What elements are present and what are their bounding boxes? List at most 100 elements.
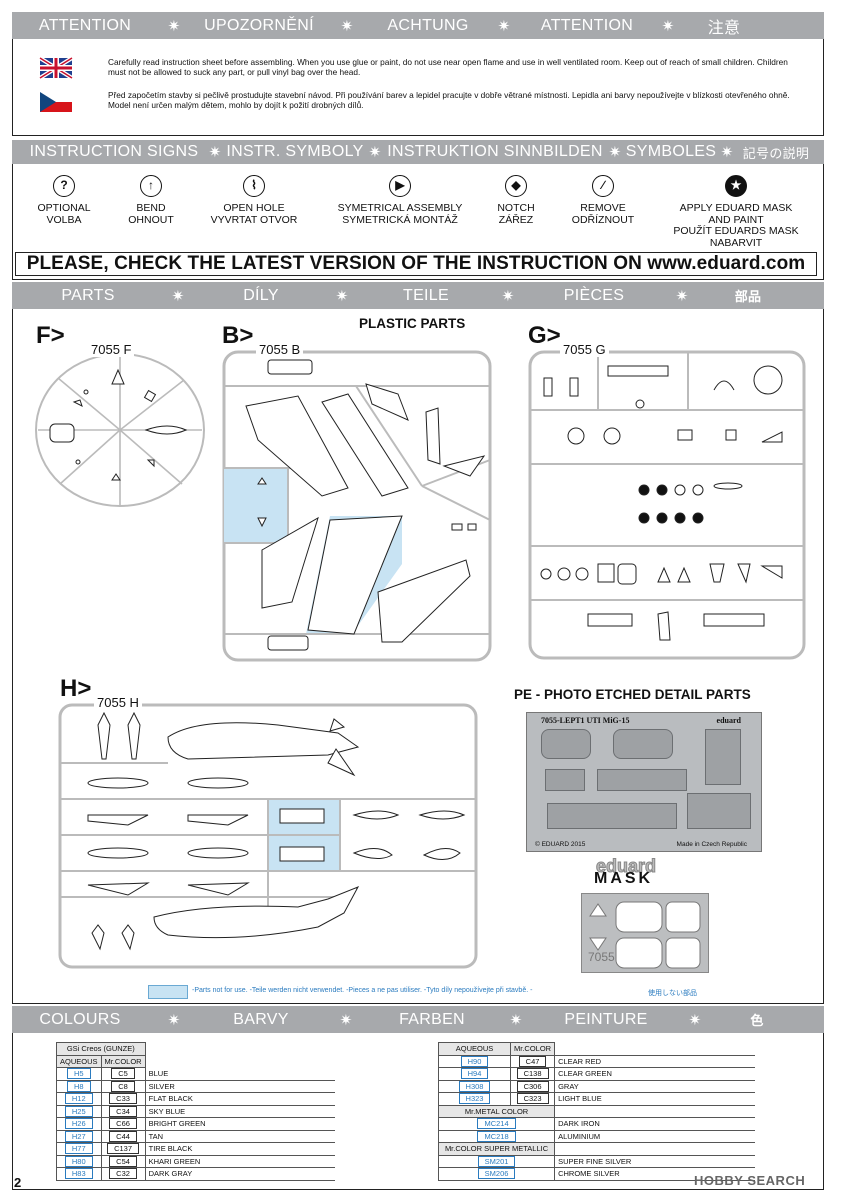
sign-label: ODŘÍZNOUT — [571, 213, 635, 226]
aqueous-code: H26 — [64, 1118, 93, 1130]
uk-flag-icon — [38, 56, 74, 80]
aqueous-code: H27 — [64, 1130, 93, 1142]
super-metallic-code: SM201 — [477, 1155, 516, 1167]
mrcolor-code: C8 — [111, 1080, 135, 1092]
sprue-h-drawing — [58, 703, 478, 969]
pe-instrument-panel — [613, 729, 673, 759]
sprue-f-code: 7055 F — [88, 342, 135, 357]
sprue-h-letter: H> — [60, 675, 92, 702]
aqueous-code: H8 — [66, 1080, 91, 1092]
colour-name: BRIGHT GREEN — [145, 1117, 336, 1131]
sign-label: OHNOUT — [128, 213, 174, 226]
plastic-parts-heading: PLASTIC PARTS — [359, 316, 466, 331]
star-icon: ✷ — [497, 17, 511, 35]
colour-name: SUPER FINE SILVER — [554, 1155, 755, 1168]
colours-label-en: COLOURS — [39, 1010, 121, 1028]
mrcolor-code: C33 — [109, 1093, 137, 1105]
colours-label-jp: 色 — [750, 1013, 764, 1028]
aqueous-code: H25 — [64, 1105, 93, 1117]
colour-name: CLEAR GREEN — [554, 1067, 755, 1081]
sprue-b-code: 7055 B — [256, 342, 304, 357]
star-icon: ✷ — [339, 1011, 353, 1029]
mrcolor-header: Mr.COLOR — [100, 1054, 146, 1068]
colours-label-de: FARBEN — [399, 1010, 465, 1028]
signs-label-fr: SYMBOLES — [625, 143, 717, 160]
attention-banner: ATTENTION ✷ UPOZORNĚNÍ ✷ ACHTUNG ✷ ATTEN… — [12, 12, 824, 39]
sign-label: AND PAINT — [708, 213, 764, 226]
signs-label-cz: INSTR. SYMBOLY — [226, 143, 364, 160]
metal-code: MC218 — [477, 1130, 516, 1142]
hobby-search-watermark: HOBBY SEARCH — [694, 1173, 806, 1188]
parts-label-de: TEILE — [403, 286, 449, 304]
parts-label-fr: PIÈCES — [563, 286, 625, 304]
colour-name: LIGHT BLUE — [554, 1092, 755, 1106]
signs-banner: INSTRUCTION SIGNS ✷ INSTR. SYMBOLY ✷ INS… — [12, 140, 824, 164]
aqueous-code: H83 — [64, 1168, 93, 1180]
star-icon: ✷ — [661, 17, 675, 35]
colours-banner: COLOURS ✷ BARVY ✷ FARBEN ✷ PEINTURE ✷ 色 — [12, 1006, 824, 1033]
star-icon: ✷ — [368, 144, 382, 161]
aqueous-code: H80 — [64, 1155, 93, 1167]
mask-word: MASK — [594, 870, 654, 887]
attention-label-en: ATTENTION — [38, 16, 132, 34]
pe-seatbelts — [705, 729, 741, 785]
aqueous-code: H5 — [66, 1068, 91, 1080]
table-row: SM201 SUPER FINE SILVER — [437, 1154, 755, 1168]
colour-name: SILVER — [145, 1080, 336, 1093]
star-icon: ✷ — [720, 144, 734, 161]
sprue-f-drawing — [35, 353, 205, 507]
sign-symmetrical: ▶ SYMETRICAL ASSEMBLY SYMETRICKÁ MONTÁŽ — [326, 175, 474, 226]
attention-label-jp: 注意 — [707, 19, 741, 37]
sign-optional: ? OPTIONAL VOLBA — [28, 175, 100, 226]
mrcolor-code: C32 — [109, 1168, 137, 1180]
star-icon: ✷ — [340, 17, 354, 35]
super-metallic-header: Mr.COLOR SUPER METALLIC — [437, 1142, 556, 1156]
not-for-use-legend-jp: 使用しない部品 — [648, 990, 697, 997]
aqueous-code: H77 — [64, 1143, 93, 1155]
pe-instrument-panel — [541, 729, 591, 759]
sign-label: VYVRTAT OTVOR — [210, 213, 298, 226]
colour-name: DARK GRAY — [145, 1167, 336, 1181]
parts-label-en: PARTS — [61, 286, 115, 304]
attention-label-de: ACHTUNG — [387, 16, 469, 34]
colours-label-fr: PEINTURE — [564, 1010, 648, 1028]
sign-open-hole: ⌇ OPEN HOLE VYVRTAT OTVOR — [195, 175, 313, 226]
colour-name: KHARI GREEN — [145, 1155, 336, 1168]
not-for-use-legend-text: -Parts not for use. -Teile werden nicht … — [192, 987, 533, 994]
aqueous-code: H12 — [64, 1093, 93, 1105]
sign-label: REMOVE — [580, 202, 626, 214]
table-row: H8 C8 SILVER — [56, 1079, 336, 1093]
sprue-b-drawing — [222, 350, 492, 662]
attention-text-english: Carefully read instruction sheet before … — [108, 57, 788, 77]
pe-fret: 7055-LEPT1 UTI MiG-15 eduard © EDUARD 20… — [526, 712, 762, 852]
pe-panel — [545, 769, 585, 791]
pe-heading: PE - PHOTO ETCHED DETAIL PARTS — [514, 687, 751, 702]
colours-label-cz: BARVY — [233, 1010, 289, 1028]
sign-label: NABARVIT — [709, 236, 763, 249]
pe-panel — [547, 803, 677, 829]
colour-name: ALUMINIUM — [554, 1130, 755, 1143]
star-icon: ✷ — [675, 287, 689, 305]
aqueous-code: H94 — [460, 1068, 489, 1080]
question-icon: ? — [53, 175, 75, 197]
colour-name: SKY BLUE — [145, 1105, 336, 1118]
mrcolor-code: C137 — [107, 1143, 140, 1155]
colour-name: GRAY — [554, 1080, 755, 1093]
mask-code: 7055 — [588, 950, 615, 964]
czech-flag-icon — [40, 92, 72, 112]
colour-table-brand: GSi Creos (GUNZE) — [56, 1042, 146, 1056]
sprue-g-code: 7055 G — [560, 342, 609, 357]
pe-panel — [597, 769, 687, 791]
super-metallic-code: SM206 — [477, 1168, 516, 1180]
colour-name: DARK IRON — [554, 1117, 755, 1131]
